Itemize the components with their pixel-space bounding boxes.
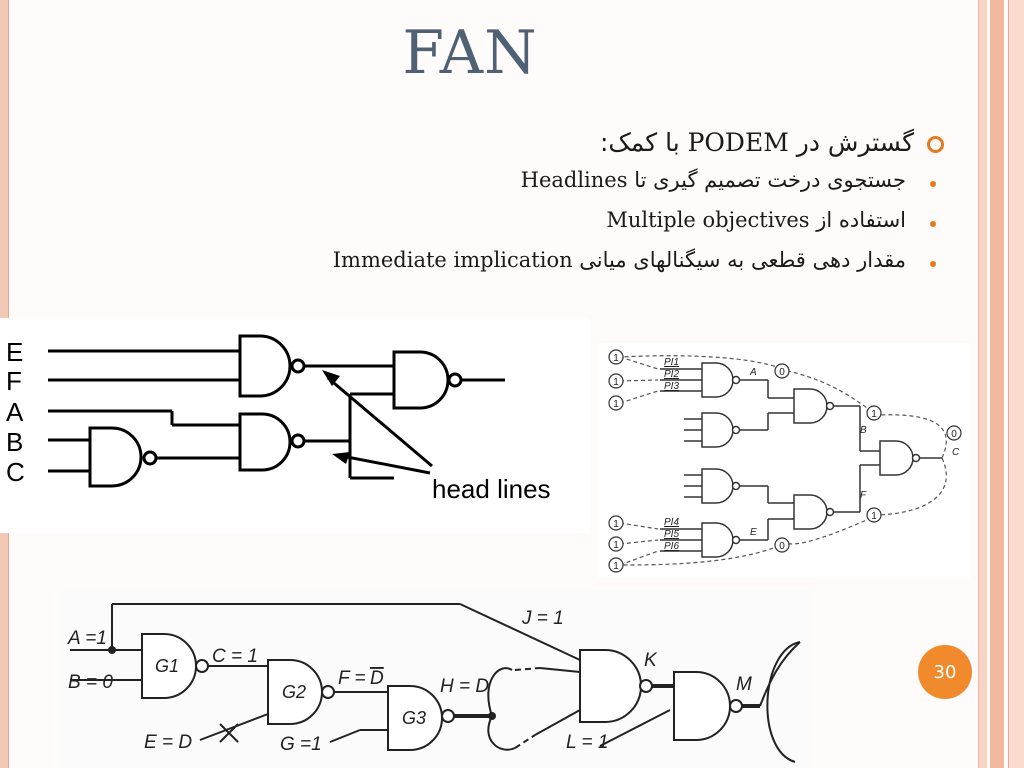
signal-label: K	[644, 650, 658, 671]
gate-label: G1	[155, 656, 179, 676]
sub-bullet-latin: Multiple objectives	[606, 208, 810, 232]
input-label: A	[6, 397, 24, 427]
gate-label: G3	[402, 708, 426, 728]
pi-label: PI3	[664, 381, 679, 392]
input-label: C	[6, 457, 25, 487]
bullet-list: گسترش در PODEM با کمک: جستجوی درخت تصمیم…	[154, 128, 944, 288]
dot-bullet-icon	[930, 261, 936, 267]
signal-label: B = 0	[68, 672, 113, 693]
pi-label: PI2	[664, 369, 679, 380]
main-bullet: گسترش در PODEM با کمک:	[154, 128, 944, 168]
pi-label: PI1	[664, 357, 679, 368]
signal-label: L = 1	[566, 732, 608, 753]
value-label: 1	[613, 540, 619, 551]
node-label: C	[952, 447, 960, 458]
slide-title: FAN	[402, 18, 538, 88]
value-label: 0	[779, 541, 785, 552]
sub-bullet-latin: Immediate implication	[332, 248, 573, 272]
input-label: B	[6, 427, 23, 457]
value-label: 1	[613, 399, 619, 410]
page-number-badge: 30	[918, 645, 972, 699]
value-label: 1	[613, 519, 619, 530]
pi-label: PI5	[664, 529, 679, 540]
signal-label-bar: D	[370, 668, 384, 689]
sub-bullet-text: مقدار دهی قطعی به سیگنالهای میانی	[572, 248, 906, 272]
pi-label: PI6	[664, 541, 679, 552]
implication-circuit-figure: A =1 B = 0 C = 1 E = D F = D G =1 H = D …	[60, 590, 810, 768]
headlines-annotation: head lines	[432, 474, 551, 504]
right-border-decoration	[990, 0, 1004, 768]
sub-bullet: جستجوی درخت تصمیم گیری تا Headlines	[154, 168, 936, 208]
dot-bullet-icon	[930, 221, 936, 227]
signal-label: F =	[338, 668, 366, 689]
sub-bullet-latin: Headlines	[520, 168, 628, 192]
node-label: B	[860, 425, 867, 436]
right-border-decoration	[978, 0, 987, 768]
signal-label: A =1	[67, 628, 107, 649]
value-label: 1	[613, 561, 619, 572]
signal-label: E = D	[144, 732, 192, 753]
value-label: 0	[951, 429, 957, 440]
sub-bullet: مقدار دهی قطعی به سیگنالهای میانی Immedi…	[154, 248, 936, 288]
signal-label: H = D	[440, 676, 489, 697]
node-label: A	[749, 367, 757, 378]
gate-label: G2	[282, 682, 306, 702]
value-label: 0	[779, 367, 785, 378]
signal-label: M	[736, 674, 752, 695]
signal-label: G =1	[280, 734, 322, 755]
signal-label: C = 1	[212, 646, 258, 667]
value-label: 1	[613, 353, 619, 364]
headlines-circuit-figure: E F A B C head lines	[0, 318, 590, 533]
sub-bullet: استفاده از Multiple objectives	[154, 208, 936, 248]
right-border-decoration	[1008, 0, 1024, 768]
value-label: 1	[871, 511, 877, 522]
objectives-tree-figure: 1 1 1 0 1 0 1 0 1 1 1 PI1 PI2 PI3 PI4 PI…	[598, 343, 970, 578]
node-label: F	[860, 490, 867, 501]
main-bullet-latin: PODEM	[687, 128, 789, 157]
dot-bullet-icon	[930, 181, 936, 187]
sub-bullet-text: استفاده از	[809, 208, 906, 232]
input-label: F	[6, 366, 22, 396]
sub-bullet-text: جستجوی درخت تصمیم گیری تا	[627, 168, 906, 192]
pi-label: PI4	[664, 517, 679, 528]
node-label: E	[750, 527, 757, 538]
main-bullet-suffix: با کمک:	[599, 128, 688, 157]
value-label: 1	[613, 377, 619, 388]
signal-label: J = 1	[521, 608, 564, 629]
circle-bullet-icon	[927, 136, 944, 153]
value-label: 1	[871, 409, 877, 420]
main-bullet-prefix: گسترش در	[788, 128, 914, 157]
input-label: E	[6, 337, 23, 367]
